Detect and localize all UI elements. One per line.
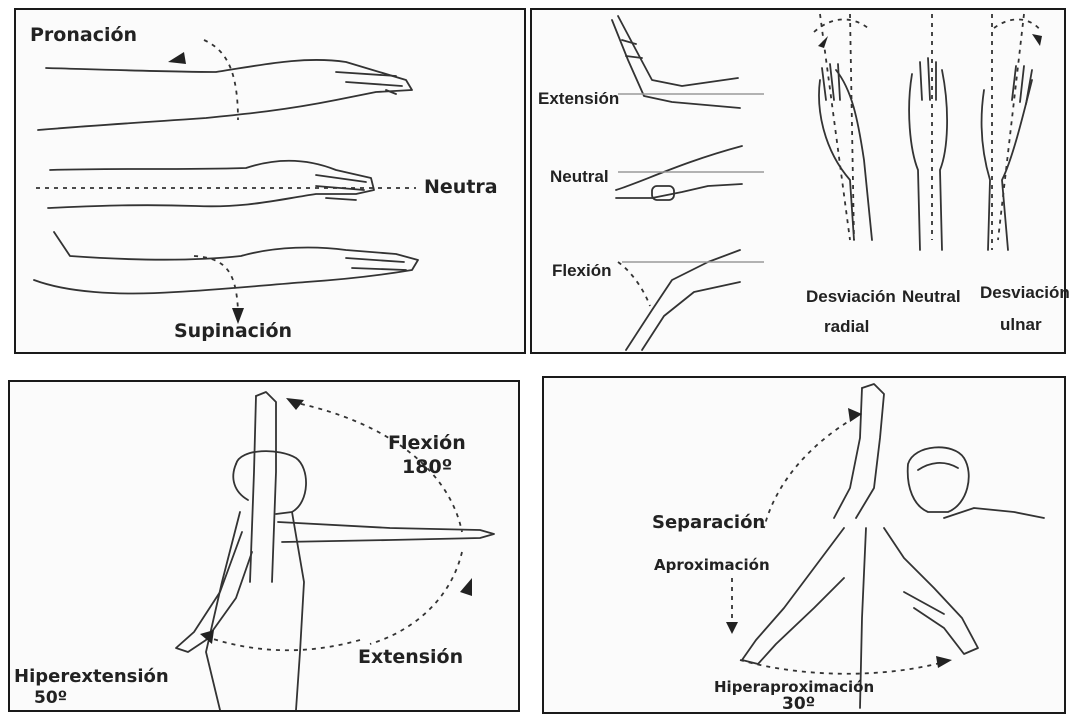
wrist-extension-label: Extensión: [538, 90, 619, 107]
panel-shoulder-flexion: Flexión 180º Extensión Hiperextensión 50…: [8, 380, 520, 712]
shoulder-flexion-degrees: 180º: [402, 458, 452, 477]
deviation-neutral-label: Neutral: [902, 288, 961, 305]
shoulder-abduction-drawing: [544, 378, 1064, 712]
panel-wrist-movements: Extensión Neutral Flexión Desviación rad…: [530, 8, 1066, 354]
shoulder-flexion-label: Flexión: [388, 434, 466, 453]
radial-deviation-label-line2: radial: [824, 318, 869, 335]
approximation-label: Aproximación: [654, 558, 770, 573]
shoulder-hyperextension-label: Hiperextensión: [14, 668, 169, 686]
pronation-label: Pronación: [30, 26, 137, 45]
wrist-neutral-label: Neutral: [550, 168, 609, 185]
hyperapproximation-degrees: 30º: [782, 696, 815, 713]
ulnar-deviation-label-line2: ulnar: [1000, 316, 1042, 333]
panel-forearm-rotation: Pronación Neutra Supinación: [14, 8, 526, 354]
supination-label: Supinación: [174, 322, 292, 341]
panel-shoulder-abduction: Separación Aproximación Hiperaproximació…: [542, 376, 1066, 714]
shoulder-hyperextension-degrees: 50º: [34, 690, 67, 707]
neutral-rotation-label: Neutra: [424, 178, 498, 197]
hyperapproximation-label: Hiperaproximación: [714, 680, 874, 695]
radial-deviation-label-line1: Desviación: [806, 288, 896, 305]
ulnar-deviation-label-line1: Desviación: [980, 284, 1070, 301]
wrist-flexion-label: Flexión: [552, 262, 612, 279]
shoulder-extension-label: Extensión: [358, 648, 463, 667]
separation-label: Separación: [652, 514, 765, 532]
